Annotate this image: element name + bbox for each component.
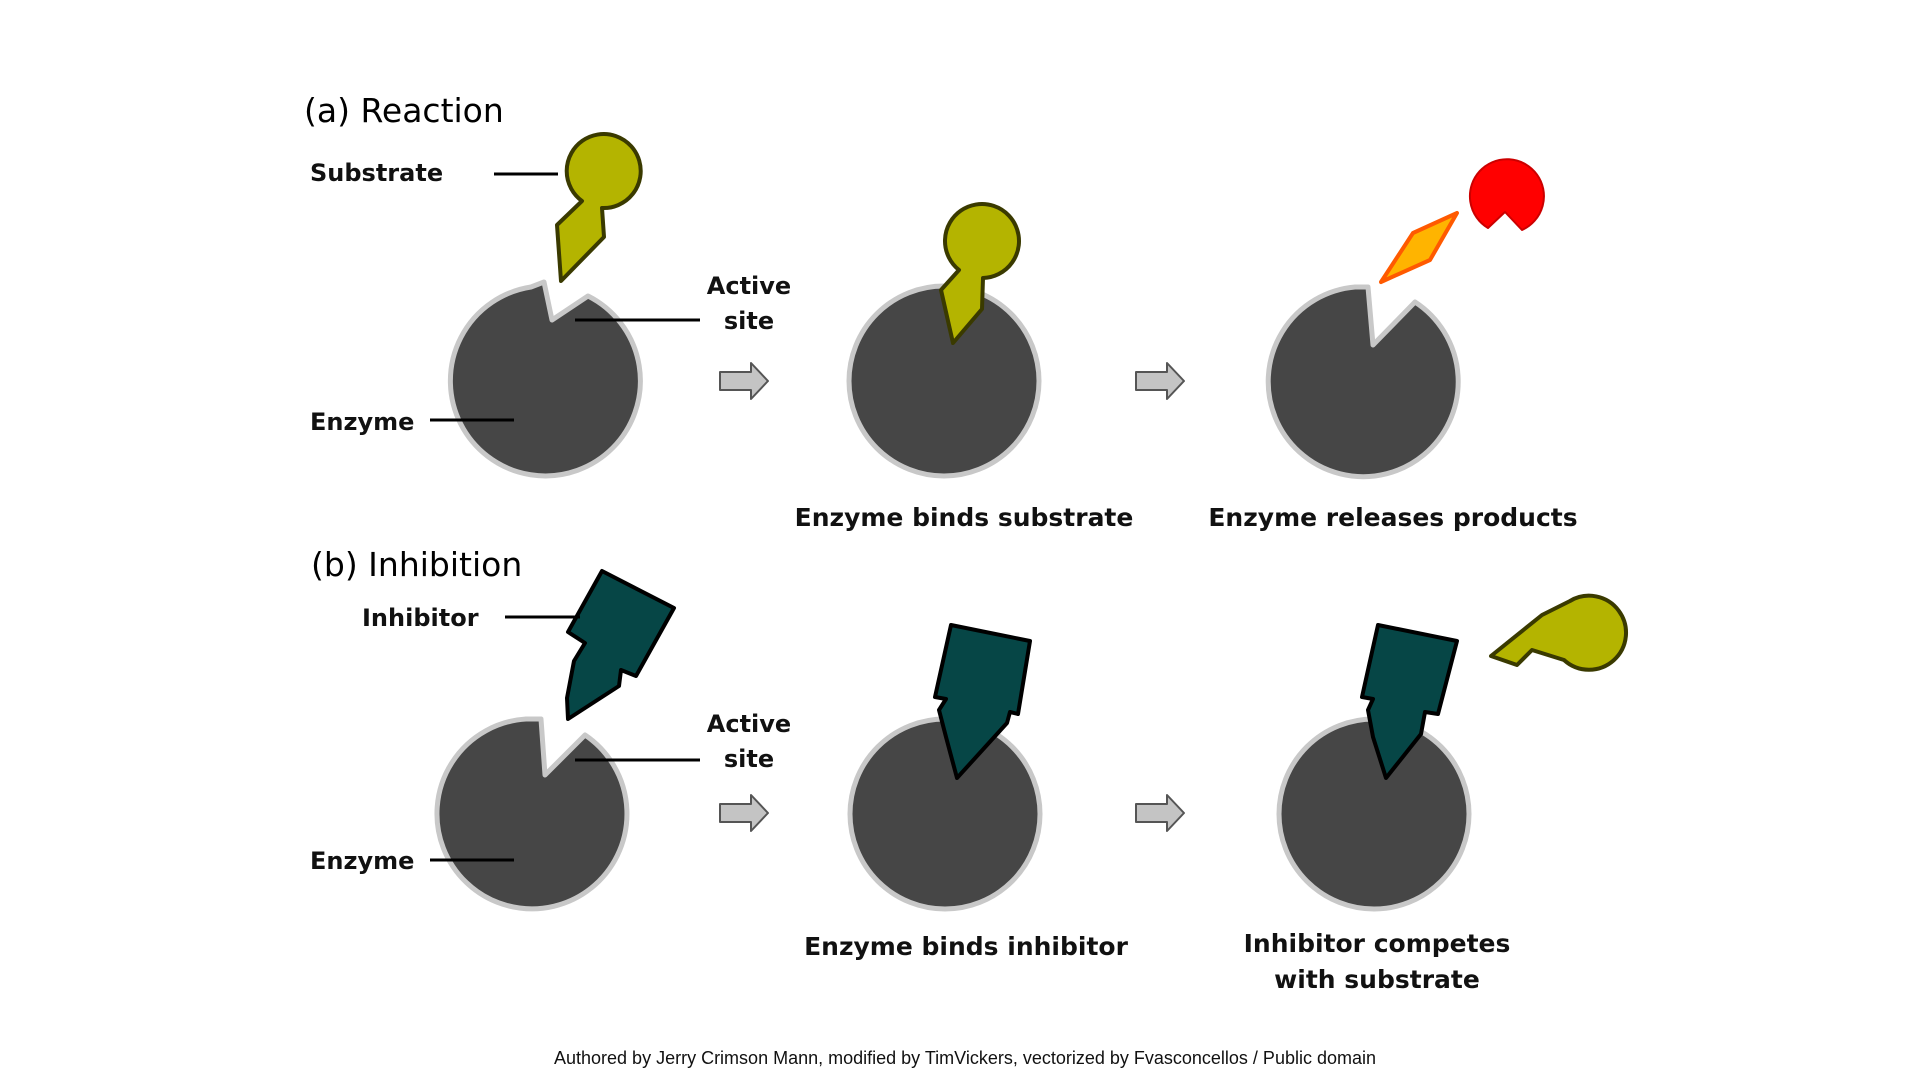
inhibitor-shape: [565, 569, 676, 721]
active-site-label-line2: site: [724, 745, 774, 773]
step-caption-binds-substrate: Enzyme binds substrate: [795, 503, 1134, 532]
enzyme-shape: [434, 716, 630, 912]
arrow-icon: [719, 362, 769, 400]
enzyme-shape: [1276, 716, 1472, 912]
step-caption-competes-line2: with substrate: [1274, 965, 1480, 994]
step-caption-binds-inhibitor: Enzyme binds inhibitor: [804, 932, 1128, 961]
panel-inhibition: (b) Inhibition Inhibitor Active site Enz…: [310, 545, 1628, 994]
arrow-icon: [1135, 794, 1185, 832]
step-caption-competes-line1: Inhibitor competes: [1244, 929, 1511, 958]
panel-reaction: (a) Reaction Substrate Active site Enzym…: [304, 91, 1578, 532]
enzyme-shape: [847, 716, 1043, 912]
arrow-icon: [1135, 362, 1185, 400]
substrate-label: Substrate: [310, 159, 443, 187]
attribution-credit: Authored by Jerry Crimson Mann, modified…: [554, 1048, 1376, 1068]
enzyme-shape: [447, 279, 643, 479]
enzyme-label: Enzyme: [310, 408, 414, 436]
enzyme-shape: [846, 283, 1042, 479]
substrate-shape: [939, 202, 1021, 345]
substrate-shape: [1489, 593, 1628, 672]
active-site-label-line1: Active: [707, 710, 791, 738]
panel-b-title: (b) Inhibition: [311, 545, 522, 584]
arrow-icon: [719, 794, 769, 832]
active-site-label-line2: site: [724, 307, 774, 335]
product-diamond-shape: [1379, 211, 1459, 284]
enzyme-label: Enzyme: [310, 847, 414, 875]
substrate-shape: [555, 132, 643, 283]
inhibitor-shape: [933, 623, 1032, 780]
panel-a-title: (a) Reaction: [304, 91, 504, 130]
enzyme-shape: [1265, 284, 1461, 480]
step-caption-releases-products: Enzyme releases products: [1208, 503, 1577, 532]
inhibitor-label: Inhibitor: [362, 604, 479, 632]
product-circle-shape: [1468, 158, 1545, 231]
inhibitor-shape: [1360, 623, 1459, 780]
active-site-label-line1: Active: [707, 272, 791, 300]
